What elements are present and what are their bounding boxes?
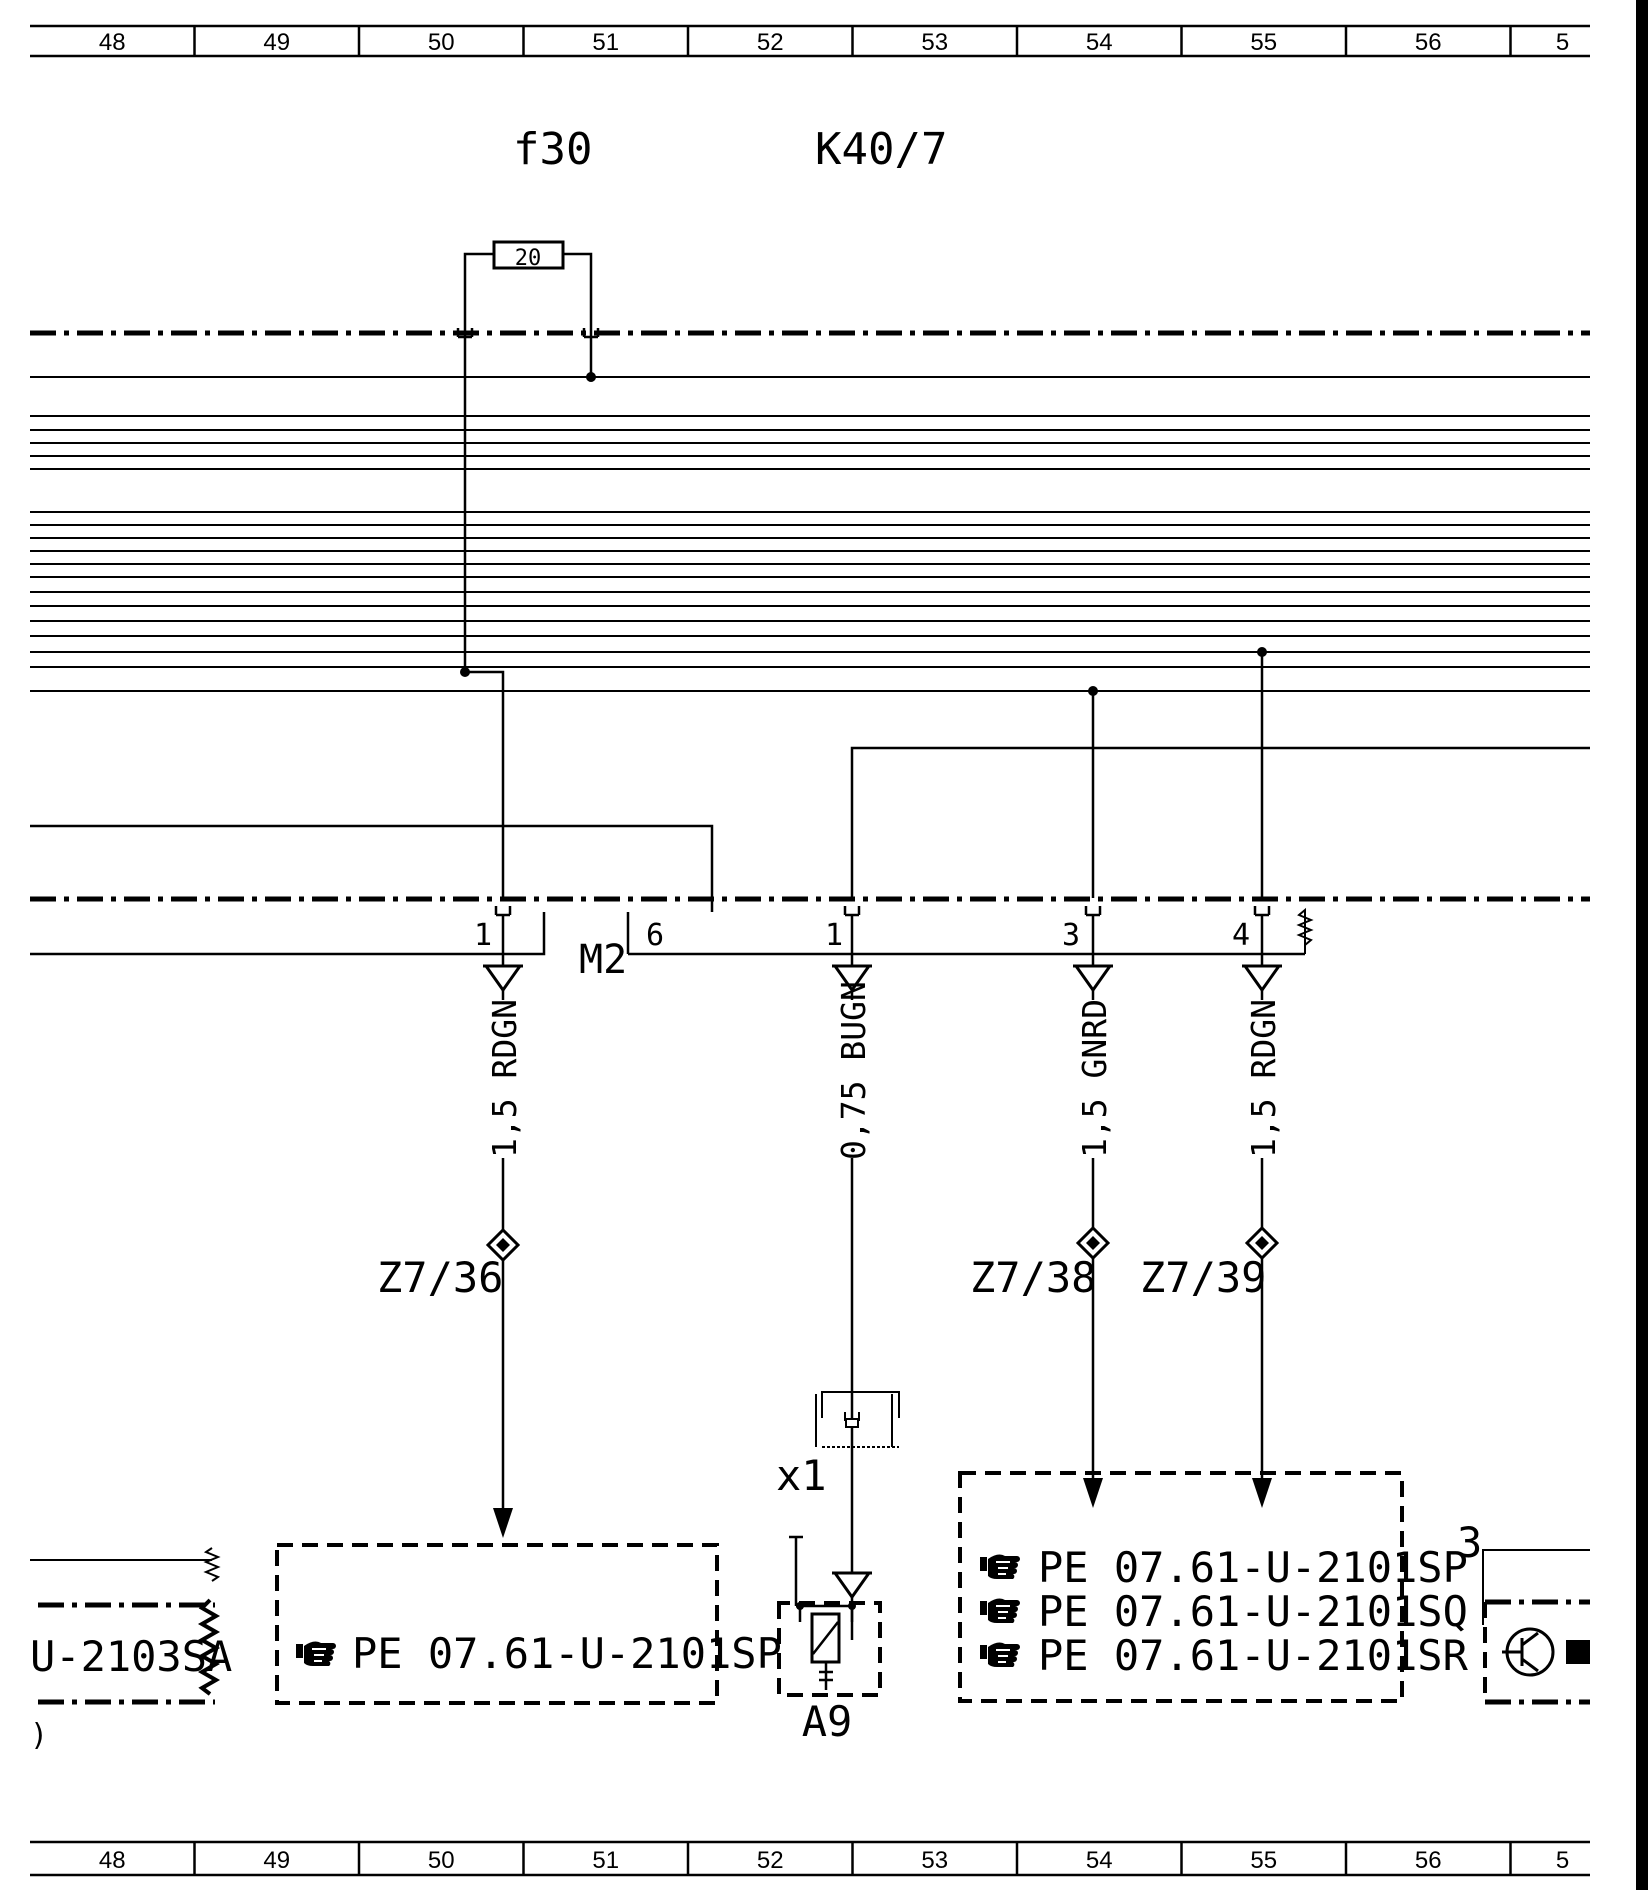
bus-lines [30,376,1590,692]
module-label: A9 [802,1697,853,1746]
reference-text: PE 07.61-U-2101SP [1038,1543,1468,1592]
ground-label: M2 [579,937,627,983]
ruler-column-number: 49 [263,29,290,56]
left-edge-text: ) [30,1718,48,1753]
left-partial-box: U-2103SA ) [30,1547,232,1753]
bottom-ruler: 48 49 50 51 52 53 54 55 56 5 [30,1840,1590,1877]
right-pin-label: 3 [1457,1518,1482,1567]
ruler-column-number: 48 [99,29,126,56]
ruler-column-number: 54 [1086,1847,1113,1874]
transistor-icon [1502,1627,1555,1677]
right-margin [1590,0,1636,1890]
ruler-column-number: 48 [99,1847,126,1874]
pin-label: 6 [646,918,664,953]
pin-label: 1 [825,918,843,953]
reference-box-2: PE 07.61-U-2101SP PE 07.61-U-2101SQ PE 0… [958,1471,1469,1703]
ruler-column-number: 49 [263,1847,290,1874]
right-partial-box: 3 [1457,1518,1595,1705]
ruler-column-number: 55 [1250,1847,1277,1874]
diode-arrow-icon [1240,964,1284,992]
wire-spec-label: 1,5 GNRD [1075,999,1114,1158]
reference-box-1: PE 07.61-U-2101SP [275,1543,782,1705]
top-ruler: 48 49 50 51 52 53 54 55 56 5 [30,24,1590,58]
pointing-hand-icon [295,1640,337,1667]
connector-x1: x1 [776,1391,900,1500]
ruler-column-number: 5 [1556,29,1569,56]
ruler-column-number: 51 [592,29,619,56]
pin-label: 3 [1062,918,1080,953]
page-edge [1636,0,1648,1890]
ruler-column-number: 53 [921,1847,948,1874]
arrow-icon [1252,1478,1272,1508]
splice-label: Z7/38 [970,1253,1096,1302]
reference-text: PE 07.61-U-2101SQ [1038,1587,1468,1636]
module-a9: A9 [777,1535,882,1746]
ruler-column-number: 51 [592,1847,619,1874]
splice-label: Z7/39 [1140,1253,1266,1302]
reference-text: PE 07.61-U-2101SR [1038,1631,1469,1680]
fuse-symbol: 20 [463,240,593,334]
ruler-column-number: 54 [1086,29,1113,56]
wire-spec-label: 1,5 RDGN [1244,999,1283,1158]
diode-arrow-icon [1071,964,1115,992]
wire-spec-label: 0,75 BUGN [834,981,873,1160]
ruler-column-number: 56 [1415,1847,1442,1874]
arrow-icon [1083,1478,1103,1508]
ruler-column-number: 52 [757,29,784,56]
ruler-column-number: 53 [921,29,948,56]
pointing-hand-icon [979,1597,1021,1624]
connector-label: x1 [776,1451,827,1500]
left-reference-label: U-2103SA [30,1632,232,1681]
ruler-column-number: 50 [428,1847,455,1874]
pin-label: 4 [1232,918,1250,953]
splice-label: Z7/36 [377,1253,503,1302]
pointing-hand-icon [979,1641,1021,1668]
pointing-hand-icon [979,1553,1021,1580]
diode-arrow-icon [481,964,525,992]
reference-text: PE 07.61-U-2101SP [352,1629,782,1678]
ruler-column-number: 56 [1415,29,1442,56]
ruler-column-number: 5 [1556,1847,1569,1874]
arrow-icon [493,1508,513,1538]
pin-label: 1 [474,918,492,953]
ruler-column-number: 55 [1250,29,1277,56]
ruler-column-number: 52 [757,1847,784,1874]
fuse-label: f30 [513,124,592,175]
fuse-rating: 20 [515,246,542,271]
ruler-column-number: 50 [428,29,455,56]
relay-label: K40/7 [815,124,947,175]
wire-spec-label: 1,5 RDGN [485,999,524,1158]
